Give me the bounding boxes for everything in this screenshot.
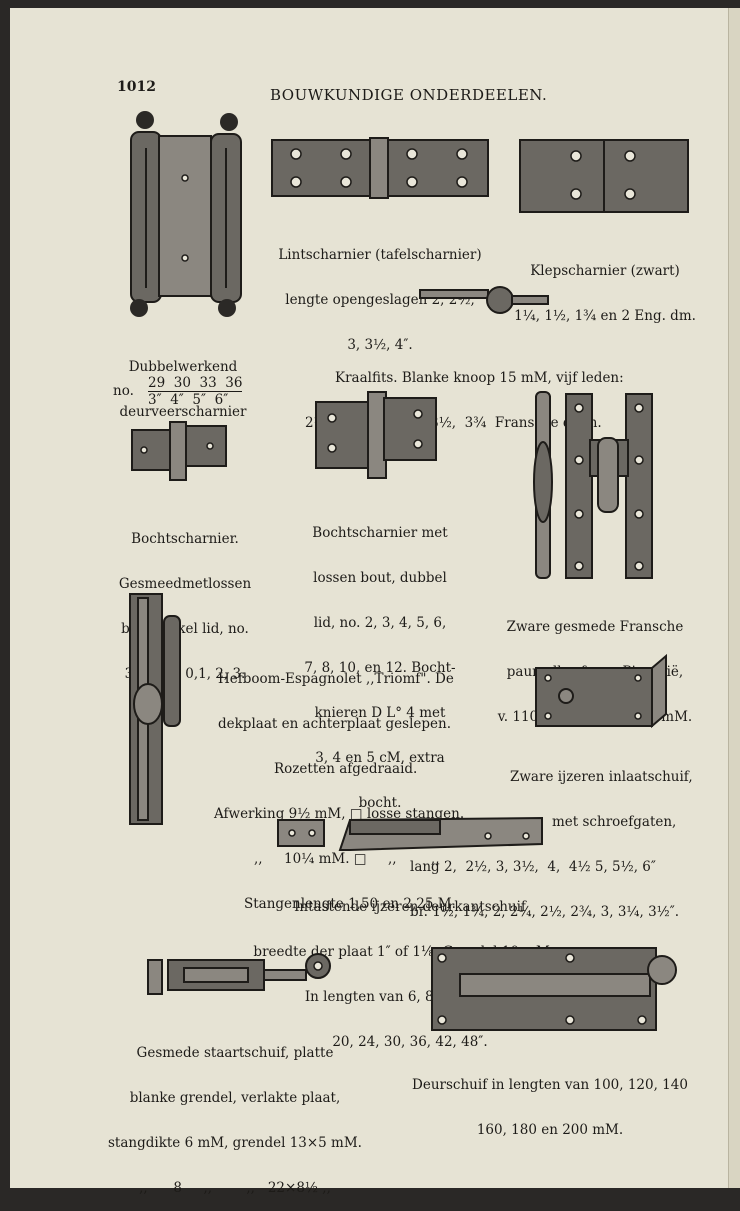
caption-line: Hefboom-Espagnolet ,,Triomf". De — [218, 671, 454, 687]
caption-line: met schroefgaten, — [552, 814, 677, 830]
caption-line: lengte opengeslagen 2, 2½, — [285, 292, 475, 308]
caption-line: lang 2, 2½, 3, 3½, 4, 4½ 5, 5½, 6″ — [410, 859, 656, 875]
caption-line: br. 1½, 1¾, 2, 2¼, 2½, 2¾, 3, 3¼, 3½″. — [410, 904, 680, 920]
caption-line: Intastende ijzeren deurkantschuif — [294, 899, 526, 915]
espagnolet-caption: Hefboom-Espagnolet ,,Triomf". De dekplaa… — [214, 642, 464, 927]
caption-line: Bochtscharnier. — [131, 531, 239, 547]
bommer-no-label: no. — [113, 383, 134, 399]
inlaatschuif-figure — [535, 653, 667, 729]
caption-line: 7, 8, 10, en 12. Bocht- — [304, 660, 456, 676]
caption-line: Afwerking 9½ mM, □ losse stangen. — [214, 806, 465, 822]
caption-line: Dubbelwerkend — [128, 359, 238, 375]
caption-line: Zware ijzeren inlaatschuif, — [510, 769, 693, 785]
caption-line: Gesmeedmetlossen — [118, 576, 252, 592]
lintscharnier-figure — [271, 137, 489, 199]
caption-line: deurveerscharnier — [119, 404, 247, 420]
caption-line: 1¼, 1½, 1¾ en 2 Eng. dm. — [514, 308, 696, 324]
page-edge — [728, 8, 740, 1188]
caption-line: Bochtscharnier met — [312, 525, 448, 541]
caption-line: stangdikte 6 mM, grendel 13×5 mM. — [108, 1135, 362, 1151]
caption-line: lid, no. 2, 3, 4, 5, 6, — [313, 615, 447, 631]
caption-line: ,, 10¼ mM. □ ,, ,, — [254, 851, 440, 867]
caption-line: 3, 3½, 4″. — [347, 337, 413, 353]
caption-line: 3, 4 en 5 cM, extra — [315, 750, 445, 766]
caption-line: Zware gesmede Fransche — [506, 619, 684, 635]
caption-line: Rozetten afgedraaid. — [274, 761, 418, 777]
caption-line: 20, 24, 30, 36, 42, 48″. — [332, 1034, 488, 1050]
klepscharnier-caption: Klepscharnier (zwart) 1¼, 1½, 1¾ en 2 En… — [505, 234, 705, 339]
klepscharnier-figure — [519, 139, 689, 213]
caption-line: Kraalfits. Blanke knoop 15 mM, vijf lede… — [335, 370, 624, 386]
staartschuif-caption: Gesmede staartschuif, platte blanke gren… — [100, 1016, 370, 1211]
caption-line: Deurschuif in lengten van 100, 120, 140 — [412, 1077, 688, 1093]
page-header: BOUWKUNDIGE ONDERDEELEN. — [270, 86, 548, 104]
caption-line: Klepscharnier (zwart) — [530, 263, 680, 279]
bommer-numbers: 29 30 33 36 — [148, 375, 243, 392]
bochtscharnier-small-figure — [131, 421, 227, 481]
bommer-hinge-figure — [130, 111, 242, 317]
caption-line: knieren D L° 4 met — [314, 705, 446, 721]
paumelles-figure — [533, 391, 653, 579]
caption-line: Stangenlengte 1,50 en 2,25 M. — [244, 896, 456, 912]
bommer-inches: 3″ 4″ 5″ 6″ — [148, 392, 229, 408]
kraalfits-figure — [419, 286, 549, 314]
espagnolet-figure — [129, 593, 181, 825]
caption-line: lossen bout, dubbel — [313, 570, 447, 586]
bochtscharnier-large-caption: Bochtscharnier met lossen bout, dubbel l… — [300, 496, 460, 826]
inlaatschuif-caption: Zware ijzeren inlaatschuif, met schroefg… — [410, 740, 693, 935]
caption-line: bocht. — [358, 795, 402, 811]
caption-line: dekplaat en achterplaat geslepen. — [218, 716, 451, 732]
bochtscharnier-large-figure — [315, 391, 437, 479]
caption-line: Gesmede staartschuif, platte — [136, 1045, 334, 1061]
page-number: 1012 — [117, 79, 156, 95]
deurschuif-figure — [431, 947, 677, 1031]
caption-line: blanke grendel, verlakte plaat, — [129, 1090, 341, 1106]
caption-line: ,, 8 ,, ,, 22×8½ ,, — [139, 1180, 331, 1196]
staartschuif-figure — [147, 953, 331, 995]
deurkantschuif-figure — [277, 816, 543, 851]
deurschuif-caption: Deurschuif in lengten van 100, 120, 140 … — [400, 1048, 700, 1153]
lintscharnier-caption: Lintscharnier (tafelscharnier) lengte op… — [270, 218, 490, 368]
caption-line: 160, 180 en 200 mM. — [476, 1122, 624, 1138]
caption-line: Lintscharnier (tafelscharnier) — [278, 247, 482, 263]
